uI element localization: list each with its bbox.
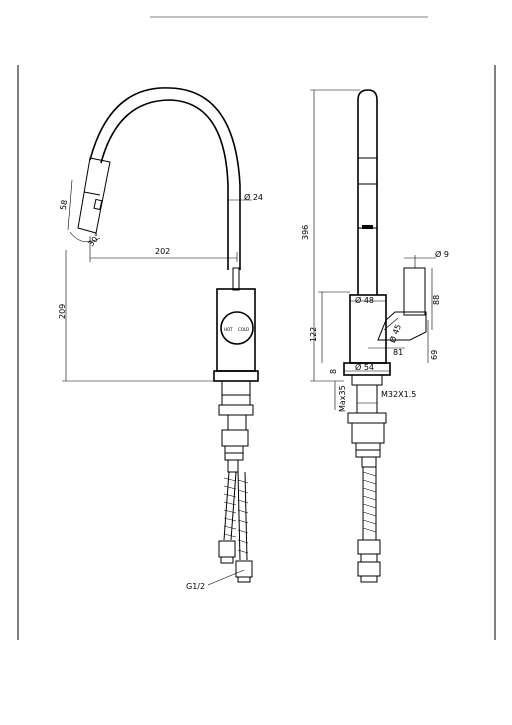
dim-mount-thread: M32X1.5: [381, 390, 416, 399]
dim-spout-reach: 202: [155, 247, 170, 256]
dim-handle-height: 209: [58, 304, 67, 319]
dim-max-deck: Max35: [338, 385, 347, 412]
dim-lever-hub-diameter: Ø 45: [387, 323, 403, 344]
dim-total-height: 396: [301, 225, 310, 240]
dim-lever-height: 88: [432, 295, 441, 305]
dim-spout-diameter: Ø 24: [244, 192, 263, 202]
dim-swivel-angle: 30°: [86, 232, 102, 249]
dim-body-height: 122: [309, 327, 318, 342]
dim-thread: G1/2: [186, 582, 205, 591]
hot-label: HOT: [224, 327, 233, 332]
page-frame: [17, 16, 496, 640]
side-view-faucet: HOT COLD: [77, 87, 259, 583]
dim-base-thickness: 8: [329, 369, 338, 374]
dim-lever-base-height: 69: [430, 350, 439, 360]
dim-lever-offset: 81: [393, 348, 403, 357]
dim-body-diameter: Ø 48: [355, 295, 374, 305]
cold-label: COLD: [238, 327, 249, 332]
dim-base-diameter: Ø 54: [355, 362, 374, 372]
front-view-faucet: [343, 89, 427, 583]
dim-head-length: 58: [59, 199, 70, 211]
dim-lever-diameter: Ø 9: [435, 249, 449, 259]
